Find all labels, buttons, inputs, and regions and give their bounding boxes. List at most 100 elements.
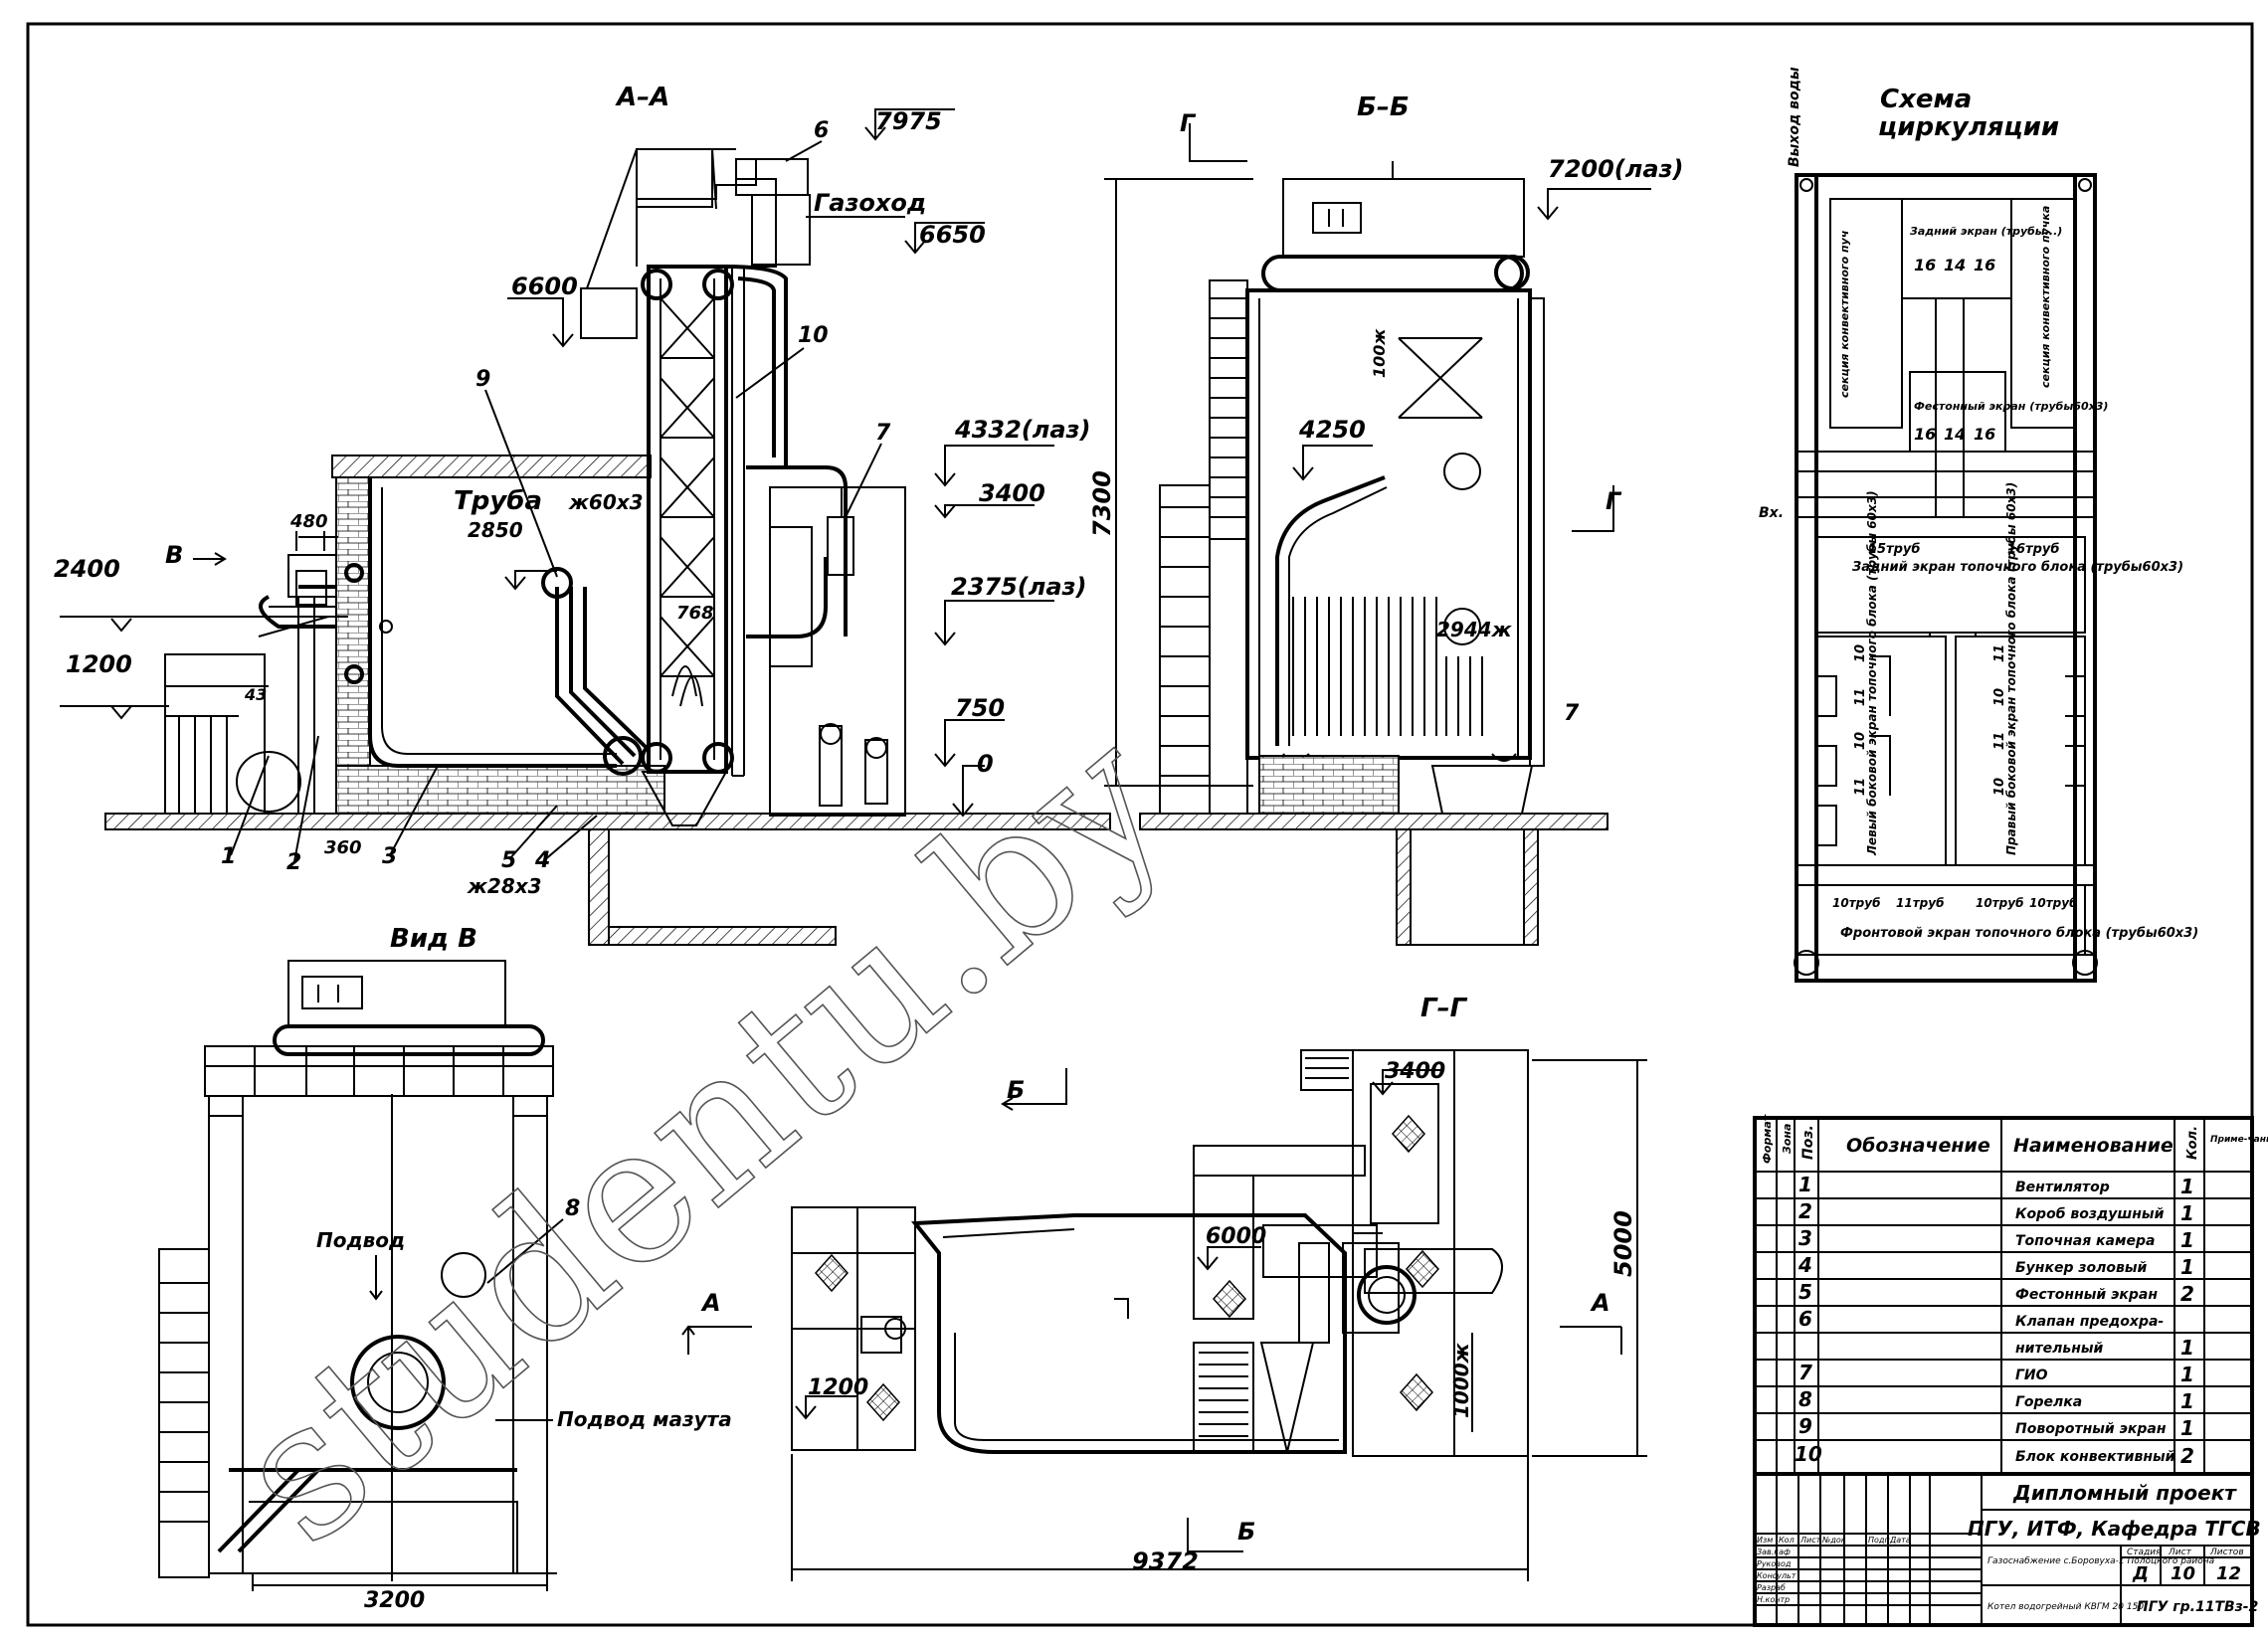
- row-name: Горелка: [2015, 1394, 2082, 1410]
- right-screen-label: Правый боковой экран топочного блока (тр…: [2004, 482, 2018, 855]
- group-value: ПГУ гр.11ТВз-2: [2137, 1599, 2258, 1615]
- th-qty: Кол.: [2185, 1126, 2200, 1160]
- org-title: ПГУ, ИТФ, Кафедра ТГСВ: [1968, 1517, 2261, 1541]
- aa-gas-duct: [751, 194, 811, 266]
- th-format: Формат: [1761, 1114, 1774, 1164]
- pump: [819, 725, 843, 807]
- person-supervisor: Руковод: [1757, 1559, 1792, 1568]
- level-2400: 2400: [54, 555, 120, 583]
- stage-value: Д: [2132, 1563, 2149, 1584]
- pos-8: 8: [565, 1196, 580, 1221]
- row-qty: 2: [2180, 1282, 2194, 1306]
- row-name: ГИО: [2015, 1367, 2048, 1383]
- conv-right-label: секция конвективного пучка: [2039, 206, 2052, 388]
- row-qty: 1: [2180, 1363, 2194, 1386]
- count-side-5: 11: [1992, 644, 2007, 662]
- row-qty: 1: [2180, 1228, 2194, 1252]
- role-sign: Подп: [1868, 1536, 1890, 1545]
- dim-3200: 3200: [364, 1588, 425, 1613]
- dim-1000j: 1000ж: [1449, 1342, 1473, 1418]
- gg-furnace: [910, 1213, 1347, 1454]
- stage-header: Стадия: [2127, 1548, 2162, 1557]
- front-pipes-4: 10труб: [2029, 896, 2077, 910]
- person-head: Зав.каф: [1757, 1548, 1791, 1556]
- level-4332: 4332(лаз): [954, 416, 1090, 444]
- aa-roof: [331, 455, 652, 478]
- rear-pipes-2: 16труб: [2007, 542, 2059, 557]
- burner: [350, 1335, 446, 1430]
- person-normcontrol: Н.контр: [1757, 1595, 1790, 1604]
- row-name: Топочная камера: [2015, 1233, 2155, 1249]
- title-block: Дипломный проект ПГУ, ИТФ, Кафедра ТГСВ …: [1753, 1472, 2261, 1627]
- row-name: Вентилятор: [2015, 1180, 2110, 1195]
- pos-4: 4: [534, 848, 550, 873]
- circ-title-1: Схема: [1880, 85, 1972, 114]
- row-qty: 1: [2180, 1389, 2194, 1413]
- aa-furnace-wall: [335, 476, 371, 815]
- row-name: Бункер золовый: [2015, 1260, 2148, 1276]
- cut-g-right: Г: [1606, 487, 1622, 515]
- role-doc: №док: [1821, 1536, 1846, 1545]
- conv-left-label: секция конвективного пуч: [1838, 231, 1851, 398]
- level-3400-gg: 3400: [1385, 1059, 1445, 1084]
- dim-2944j: 2944ж: [1436, 618, 1513, 641]
- water-in-label: Вх.: [1759, 505, 1784, 521]
- row-pos: 4: [1797, 1253, 1812, 1277]
- row-qty: 1: [2180, 1255, 2194, 1279]
- role-kol: Кол: [1779, 1536, 1795, 1545]
- row-pos: 8: [1798, 1387, 1812, 1411]
- section-gg: Г–Г: [681, 994, 1647, 1581]
- fan: [236, 751, 301, 813]
- pos-6: 6: [814, 118, 829, 143]
- dim-2850: 2850: [468, 518, 523, 542]
- subject-title: Газоснабжение с.Боровуха-1 Полоцкого рай…: [1987, 1556, 2214, 1566]
- count-mid-1: 16: [1914, 425, 1936, 444]
- th-zone: Зона: [1781, 1124, 1794, 1154]
- count-top-1: 16: [1914, 256, 1936, 274]
- count-side-3: 10: [1853, 732, 1868, 750]
- section-gg-title: Г–Г: [1420, 994, 1468, 1023]
- aa-fan-platform: [164, 653, 266, 815]
- view-b-marker: В: [165, 541, 183, 569]
- pos-5: 5: [501, 848, 516, 873]
- row-name: нительный: [2015, 1341, 2104, 1357]
- sheets-header: Листов: [2209, 1548, 2244, 1557]
- sheet-header: Лист: [2168, 1548, 2192, 1557]
- person-consultant: Консульт: [1757, 1571, 1796, 1580]
- pos-2: 2: [286, 850, 301, 875]
- project-title: Дипломный проект: [2012, 1481, 2237, 1505]
- pos-7-bb: 7: [1564, 701, 1580, 726]
- drawing-title: Котел водогрейный КВГМ 20 150: [1987, 1602, 2144, 1612]
- section-aa-title: А–А: [615, 83, 669, 112]
- level-6000-gg: 6000: [1206, 1224, 1266, 1249]
- level-750: 750: [955, 694, 1005, 722]
- row-name: Клапан предохра-: [2015, 1314, 2164, 1330]
- count-mid-2: 14: [1944, 425, 1966, 444]
- aa-turning-screen: [555, 587, 649, 766]
- front-pipes-3: 10труб: [1976, 896, 2023, 910]
- sheets-value: 12: [2216, 1563, 2241, 1584]
- view-v: Вид В 3200 Подвод Подвод мазута 8: [158, 924, 732, 1613]
- row-qty: 2: [2180, 1444, 2194, 1468]
- bb-drum: [1261, 255, 1524, 292]
- dim-7300: 7300: [1088, 470, 1116, 537]
- row-name: Поворотный экран: [2015, 1421, 2167, 1437]
- rear-screen-label: Задний экран топочного блока (трубы60х3): [1852, 560, 2183, 575]
- sheet-value: 10: [2171, 1563, 2195, 1584]
- th-name: Наименование: [2013, 1135, 2174, 1157]
- circulation-scheme: Схема циркуляции Выход воды Вх. 15труб 1…: [1759, 67, 2198, 983]
- level-0: 0: [977, 750, 994, 778]
- gas-duct-label: Газоход: [814, 189, 926, 217]
- row-pos: 5: [1798, 1280, 1812, 1304]
- row-qty: 1: [2180, 1201, 2194, 1225]
- role-date: Дата: [1889, 1536, 1911, 1545]
- aa-hot-water-pipe: [746, 465, 848, 638]
- th-note: Приме-чание: [2210, 1135, 2268, 1145]
- count-side-8: 10: [1992, 778, 2007, 796]
- row-pos: 6: [1798, 1307, 1812, 1331]
- aa-furnace-chamber: [368, 477, 617, 768]
- row-qty: 1: [2180, 1336, 2194, 1360]
- row-name: Блок конвективный: [2015, 1449, 2175, 1465]
- row-name: Короб воздушный: [2015, 1206, 2165, 1222]
